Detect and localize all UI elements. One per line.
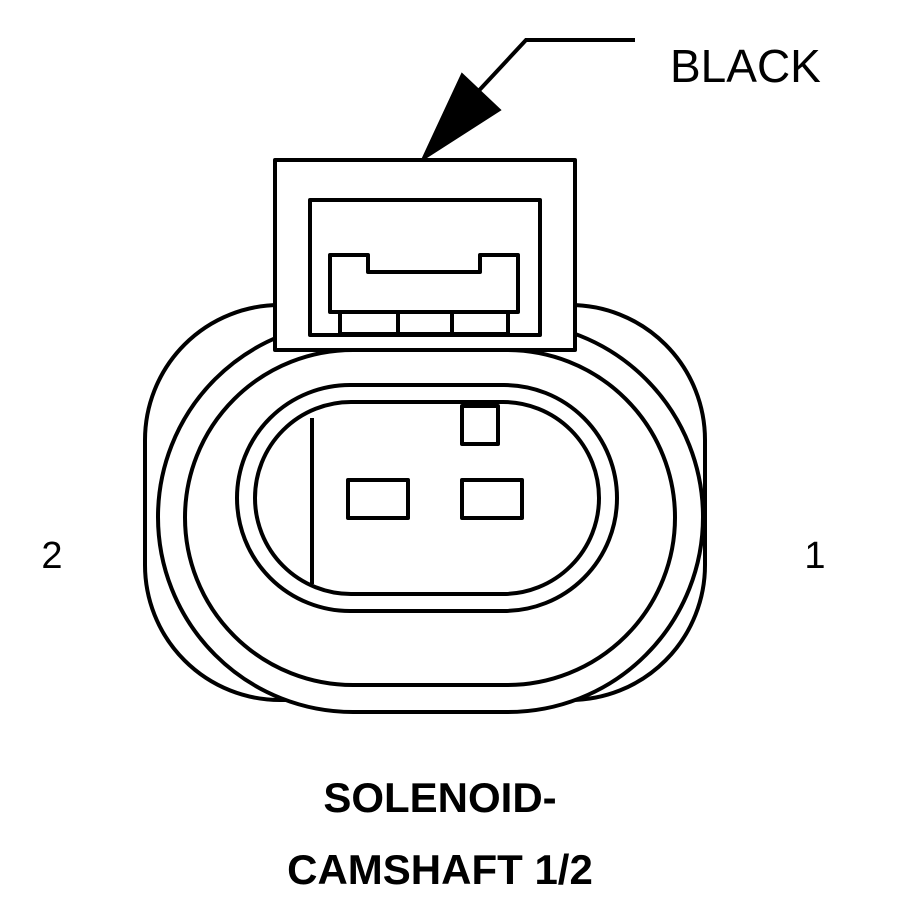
terminal-cavity-inner xyxy=(253,400,601,596)
caption-line-2: CAMSHAFT 1/2 xyxy=(287,846,593,893)
callout-label: BLACK xyxy=(670,40,821,92)
latch-ribs xyxy=(338,310,510,336)
terminal-pin-2 xyxy=(346,478,410,520)
polarization-key xyxy=(460,404,500,446)
pin-number-right: 1 xyxy=(804,535,825,577)
callout-arrow xyxy=(419,38,635,163)
caption-line-1: SOLENOID- xyxy=(323,774,556,821)
pin-number-left: 2 xyxy=(41,535,62,577)
terminal-pin-1 xyxy=(460,478,524,520)
